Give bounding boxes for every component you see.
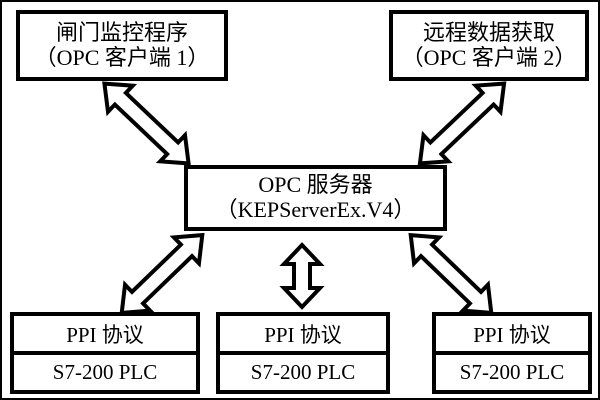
node-client2-line1: 远程数据获取 — [422, 19, 555, 45]
node-client2-line2: （OPC 客户端 2） — [401, 44, 577, 70]
node-plc-1: PPI 协议 S7-200 PLC — [10, 312, 200, 394]
node-plc-2: PPI 协议 S7-200 PLC — [216, 312, 390, 394]
connector-client1-server — [102, 81, 191, 166]
node-client1-line2: （OPC 客户端 1） — [34, 44, 210, 70]
connector-client2-server — [417, 81, 507, 166]
connector-server-plc2 — [279, 242, 325, 310]
node-server-line2: （KEPServerEx.V4） — [215, 197, 416, 222]
plc1-protocol-cell: PPI 协议 — [14, 316, 196, 355]
plc2-protocol-cell: PPI 协议 — [220, 316, 386, 355]
node-server-line1: OPC 服务器 — [258, 172, 373, 198]
connector-server-plc1 — [119, 232, 205, 316]
plc2-device-cell: S7-200 PLC — [250, 360, 356, 384]
node-opc-server: OPC 服务器 （KEPServerEx.V4） — [184, 165, 447, 231]
plc3-protocol-cell: PPI 协议 — [436, 316, 588, 355]
node-opc-client-2: 远程数据获取 （OPC 客户端 2） — [389, 10, 589, 81]
node-plc-3: PPI 协议 S7-200 PLC — [432, 312, 592, 394]
connector-server-plc3 — [408, 232, 494, 316]
node-opc-client-1: 闸门监控程序 （OPC 客户端 1） — [16, 10, 228, 81]
plc3-device-cell: S7-200 PLC — [459, 360, 565, 384]
node-client1-line1: 闸门监控程序 — [55, 19, 188, 45]
plc1-device-cell: S7-200 PLC — [52, 360, 158, 384]
